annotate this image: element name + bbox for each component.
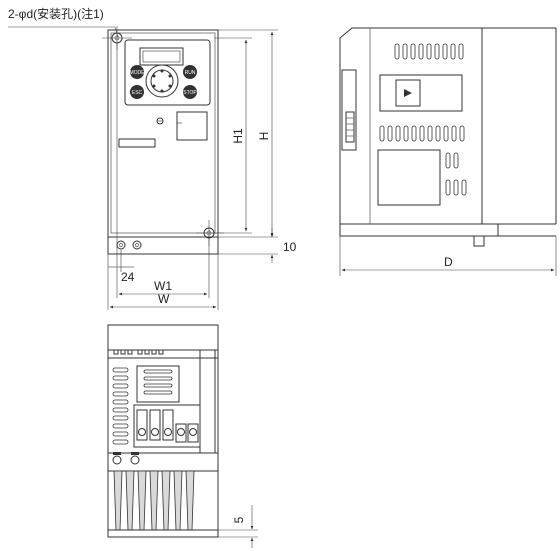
bottom-body-outline (107, 324, 219, 538)
front-view: 2-φd(安装孔)(注1) MODE RUN ESC ST (8, 6, 297, 310)
side-bottom-vents (445, 152, 467, 196)
esc-button (130, 85, 144, 99)
stop-button (183, 85, 197, 99)
display-window (139, 47, 184, 66)
svg-text:ESC: ESC (132, 90, 143, 96)
jog-dial (145, 64, 179, 98)
mount-hole-note: 2-φd(安装孔)(注1) (8, 6, 104, 21)
bottom-center-vents (143, 369, 173, 395)
h-label: H (257, 132, 271, 141)
side-view: D (339, 27, 557, 276)
bottom-terminal-block (133, 404, 201, 448)
side-top-vents (394, 43, 464, 60)
front-cover-plate (176, 111, 208, 141)
svg-text:STOP: STOP (183, 90, 197, 96)
bottom-left-vents (112, 367, 129, 445)
bottom-terminals (136, 409, 199, 443)
svg-text:RUN: RUN (185, 70, 196, 76)
dim-5-label: 5 (232, 516, 246, 523)
side-middle-vents (379, 125, 465, 142)
front-base (107, 236, 219, 255)
bottom-top-connectors (113, 349, 164, 355)
bottom-heatsink-fins (113, 470, 195, 531)
run-button (183, 65, 197, 79)
h1-label: H1 (231, 128, 245, 144)
w-label: W (158, 292, 170, 306)
front-label (118, 138, 156, 148)
side-base (339, 224, 499, 237)
side-keypad-bump (341, 69, 357, 151)
dim-24-label: 24 (121, 270, 135, 284)
svg-text:MODE: MODE (130, 70, 146, 76)
side-terminal-block (377, 149, 441, 206)
keypad-panel (124, 39, 211, 106)
bottom-view: 5 (107, 324, 258, 548)
mode-button (130, 65, 144, 79)
dim-10-label: 10 (283, 240, 297, 254)
w1-label: W1 (154, 279, 172, 293)
side-cover-panel (379, 74, 463, 112)
d-label: D (444, 255, 453, 269)
side-body-outline (339, 27, 483, 225)
